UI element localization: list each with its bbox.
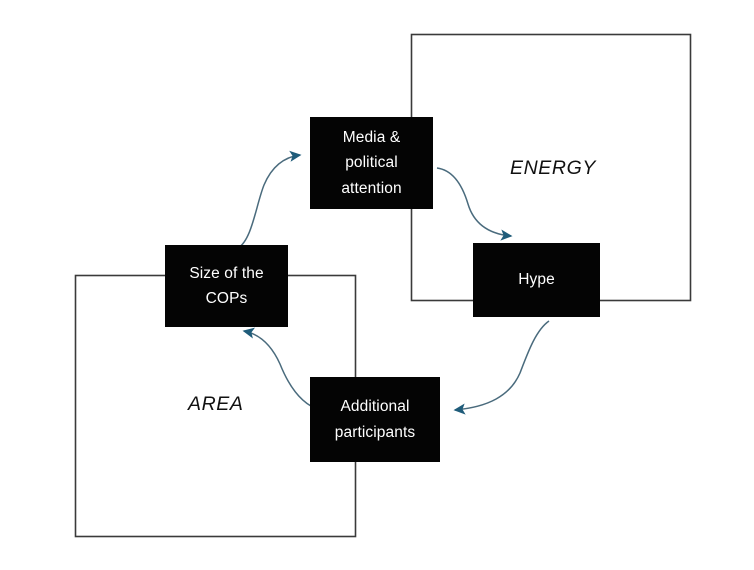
boundary-label-area: AREA [188, 393, 244, 415]
arrow-media-to-hype [436, 167, 513, 241]
node-media-political-attention[interactable]: Media & political attention [310, 117, 433, 209]
arrow-hype-to-additional [453, 320, 550, 415]
node-size-of-the-cops[interactable]: Size of the COPs [165, 245, 288, 327]
node-size-of-the-cops-label: Size of the COPs [189, 264, 264, 307]
node-hype-label: Hype [518, 271, 555, 289]
node-hype[interactable]: Hype [473, 243, 600, 317]
boundary-label-energy: ENERGY [510, 157, 596, 179]
node-additional-participants[interactable]: Additional participants [310, 377, 440, 462]
arrow-additional-to-cops [242, 327, 321, 411]
arrow-cops-to-media [237, 150, 302, 249]
node-media-political-attention-label: Media & political attention [341, 129, 402, 197]
node-additional-participants-label: Additional participants [334, 398, 416, 441]
